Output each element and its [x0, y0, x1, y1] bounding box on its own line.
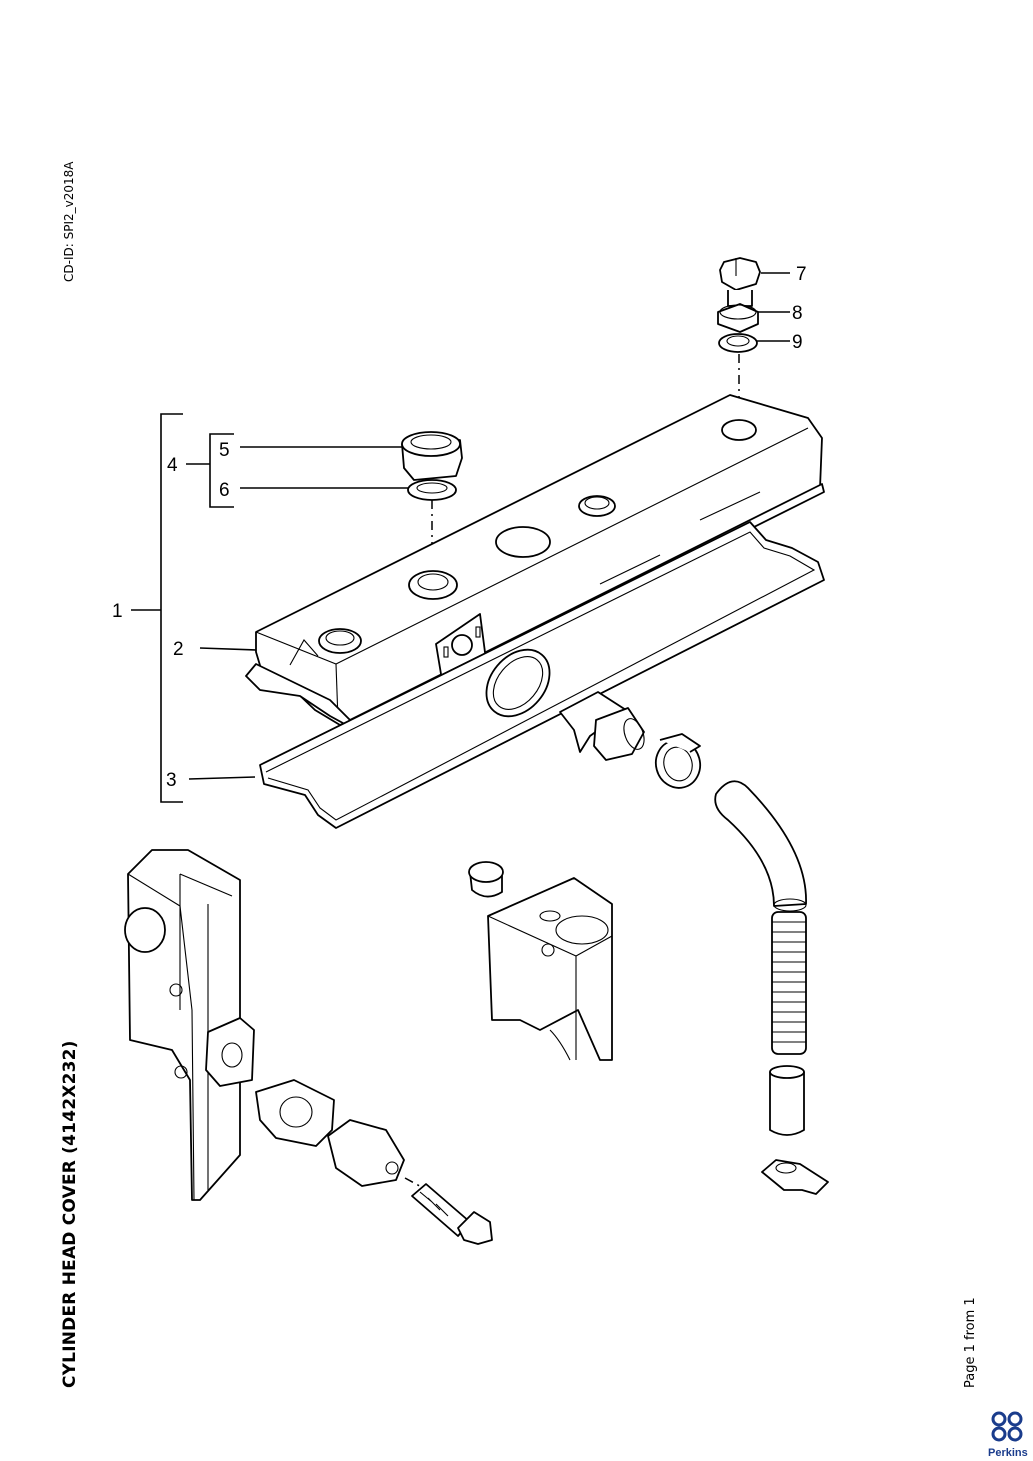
engine-block-fragment	[487, 877, 613, 1061]
callout-labels: 1 2 3 4 5 6 7 8 9	[112, 264, 807, 791]
bracket-4	[186, 433, 234, 508]
callout-6: 6	[219, 480, 230, 501]
corrugated-hose	[771, 911, 807, 1055]
blanking-bolt	[411, 1183, 493, 1245]
blanking-gasket	[255, 1079, 335, 1147]
callout-2: 2	[173, 639, 184, 660]
callout-5: 5	[219, 440, 230, 461]
callout-1: 1	[112, 601, 123, 622]
callout-4: 4	[167, 455, 178, 476]
oil-filler-cap	[401, 431, 463, 481]
bolt-seal	[718, 333, 758, 353]
bolt-washer	[717, 303, 759, 333]
bracket-1	[131, 413, 183, 803]
cylinder-head-fragment	[124, 849, 255, 1201]
callout-3: 3	[166, 770, 177, 791]
breather-hose	[714, 780, 807, 912]
hose-bracket	[761, 1159, 829, 1195]
hose-clip	[654, 733, 702, 789]
cover-bolt	[719, 257, 761, 307]
perkins-logo	[991, 1411, 1023, 1442]
leader-lines	[188, 272, 790, 780]
perkins-wordmark: Perkins	[988, 1447, 1028, 1459]
breather-adaptor	[559, 691, 645, 761]
breather-o-ring	[485, 648, 551, 718]
blanking-plate	[327, 1119, 405, 1187]
callout-9: 9	[792, 332, 803, 353]
sleeve-ring	[468, 861, 504, 898]
callout-8: 8	[792, 303, 803, 324]
filler-seal	[407, 479, 457, 501]
callout-7: 7	[796, 264, 807, 285]
hose-stub	[769, 1065, 805, 1136]
